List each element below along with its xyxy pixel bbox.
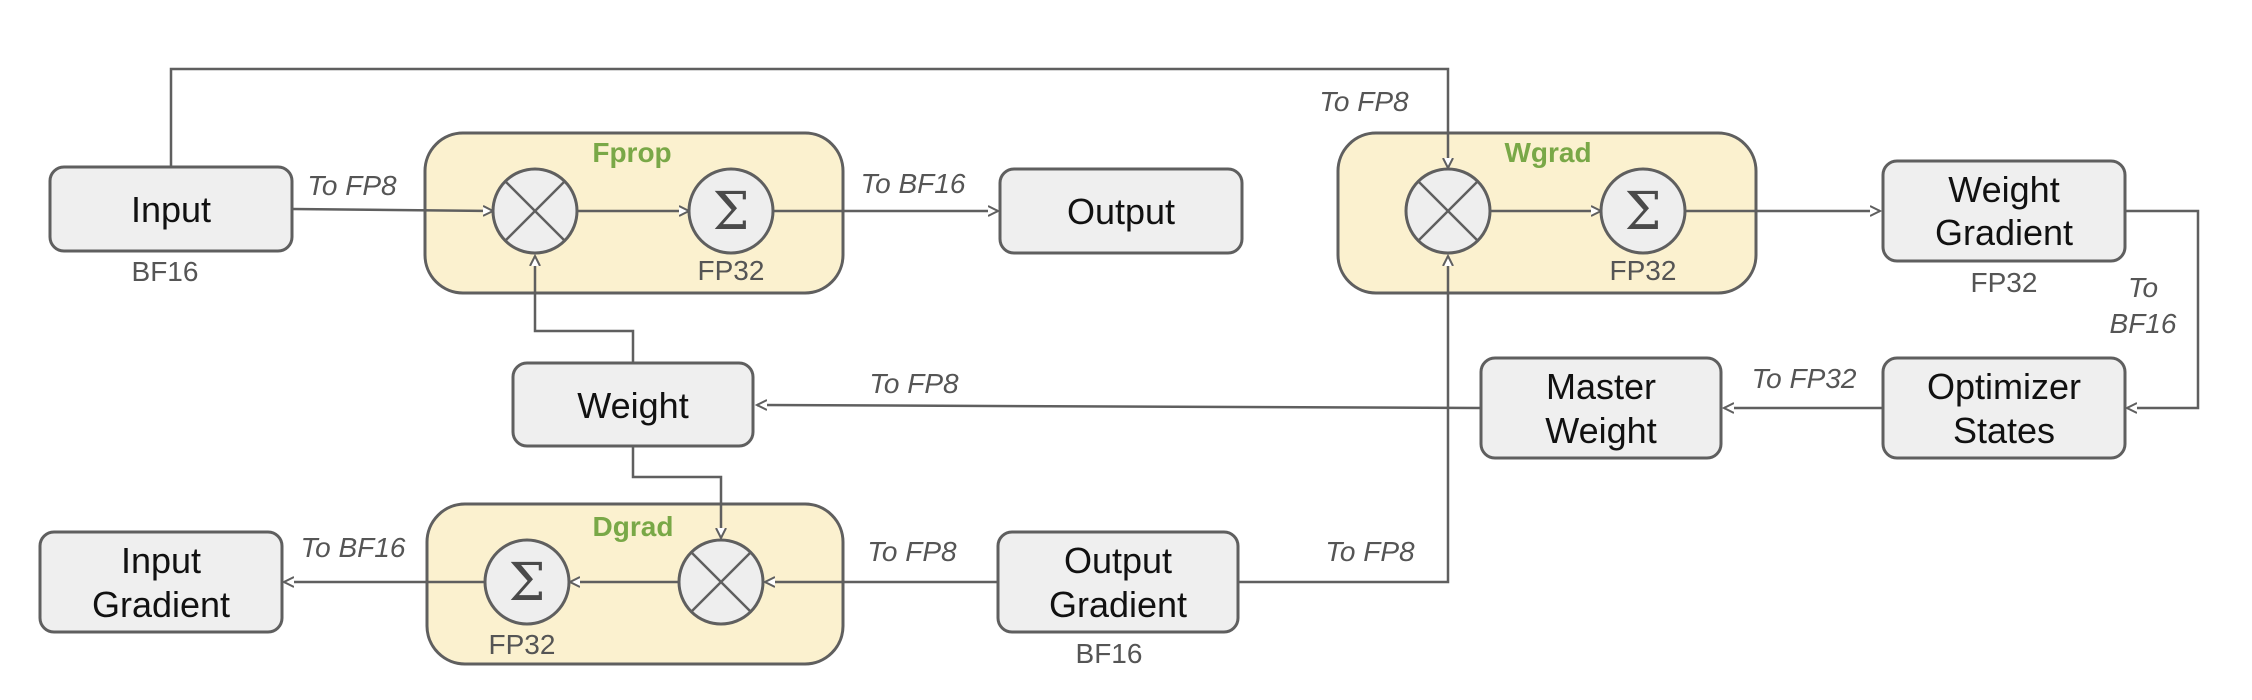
fprop-sum-icon: Σ xyxy=(687,167,775,255)
wgrad-sum-icon: Σ xyxy=(1599,167,1687,255)
svg-text:Σ: Σ xyxy=(509,553,546,613)
dgrad-multiply-icon xyxy=(677,538,765,626)
wgrad-accum-dtype: FP32 xyxy=(1610,255,1677,286)
dgrad-accum-dtype: FP32 xyxy=(489,629,556,660)
svg-text:Output: Output xyxy=(1067,191,1175,232)
wire-input-to-fprop xyxy=(291,209,493,211)
edge-label-weight-gradient-to-optimizer-2: BF16 xyxy=(2110,308,2177,339)
svg-text:Gradient: Gradient xyxy=(1049,584,1187,625)
wire-weight-to-fprop xyxy=(535,256,635,363)
svg-text:Master: Master xyxy=(1546,366,1656,407)
output-node: Output xyxy=(998,167,1244,255)
edge-label-input-to-wgrad: To FP8 xyxy=(1319,86,1409,117)
master-weight-node: Master Weight xyxy=(1479,356,1723,460)
wire-output-gradient-to-wgrad xyxy=(1238,256,1448,584)
svg-text:Input: Input xyxy=(121,540,201,581)
svg-text:Optimizer: Optimizer xyxy=(1927,366,2081,407)
svg-text:Gradient: Gradient xyxy=(1935,212,2073,253)
output-gradient-node: Output Gradient xyxy=(996,530,1240,634)
wire-input-to-wgrad xyxy=(169,67,1448,168)
svg-text:Σ: Σ xyxy=(713,182,750,242)
edge-label-output-gradient-to-dgrad: To FP8 xyxy=(867,536,957,567)
edge-label-input-to-fprop: To FP8 xyxy=(307,170,397,201)
wire-master-to-weight xyxy=(757,405,1481,408)
fprop-multiply-icon xyxy=(491,167,579,255)
weight-gradient-dtype: FP32 xyxy=(1971,267,2038,298)
svg-text:Input: Input xyxy=(131,189,211,230)
edge-label-weight-gradient-to-optimizer-1: To xyxy=(2128,272,2158,303)
output-gradient-dtype: BF16 xyxy=(1076,638,1143,669)
svg-text:Output: Output xyxy=(1064,540,1172,581)
edge-label-output-gradient-to-wgrad: To FP8 xyxy=(1325,536,1415,567)
fprop-accum-dtype: FP32 xyxy=(698,255,765,286)
wire-weight-to-dgrad xyxy=(631,446,721,538)
wgrad-multiply-icon xyxy=(1404,167,1492,255)
edge-label-optimizer-to-master: To FP32 xyxy=(1752,363,1857,394)
svg-text:Gradient: Gradient xyxy=(92,584,230,625)
edge-label-master-to-weight: To FP8 xyxy=(869,368,959,399)
dgrad-title: Dgrad xyxy=(593,511,674,542)
weight-gradient-node: Weight Gradient xyxy=(1881,159,2127,263)
optimizer-states-node: Optimizer States xyxy=(1881,356,2127,460)
input-node: Input xyxy=(48,165,294,253)
wgrad-title: Wgrad xyxy=(1504,137,1591,168)
input-gradient-node: Input Gradient xyxy=(38,530,284,634)
fprop-title: Fprop xyxy=(592,137,671,168)
svg-text:Weight: Weight xyxy=(577,385,688,426)
svg-text:Weight: Weight xyxy=(1545,410,1656,451)
svg-text:Weight: Weight xyxy=(1948,169,2059,210)
dgrad-sum-icon: Σ xyxy=(483,538,571,626)
weight-node: Weight xyxy=(511,361,755,448)
edge-label-fprop-to-output: To BF16 xyxy=(861,168,966,199)
svg-text:Σ: Σ xyxy=(1625,182,1662,242)
edge-label-dgrad-to-input-gradient: To BF16 xyxy=(301,532,406,563)
svg-text:States: States xyxy=(1953,410,2055,451)
wire-weight-gradient-to-optimizer xyxy=(2125,209,2200,408)
input-dtype: BF16 xyxy=(132,256,199,287)
